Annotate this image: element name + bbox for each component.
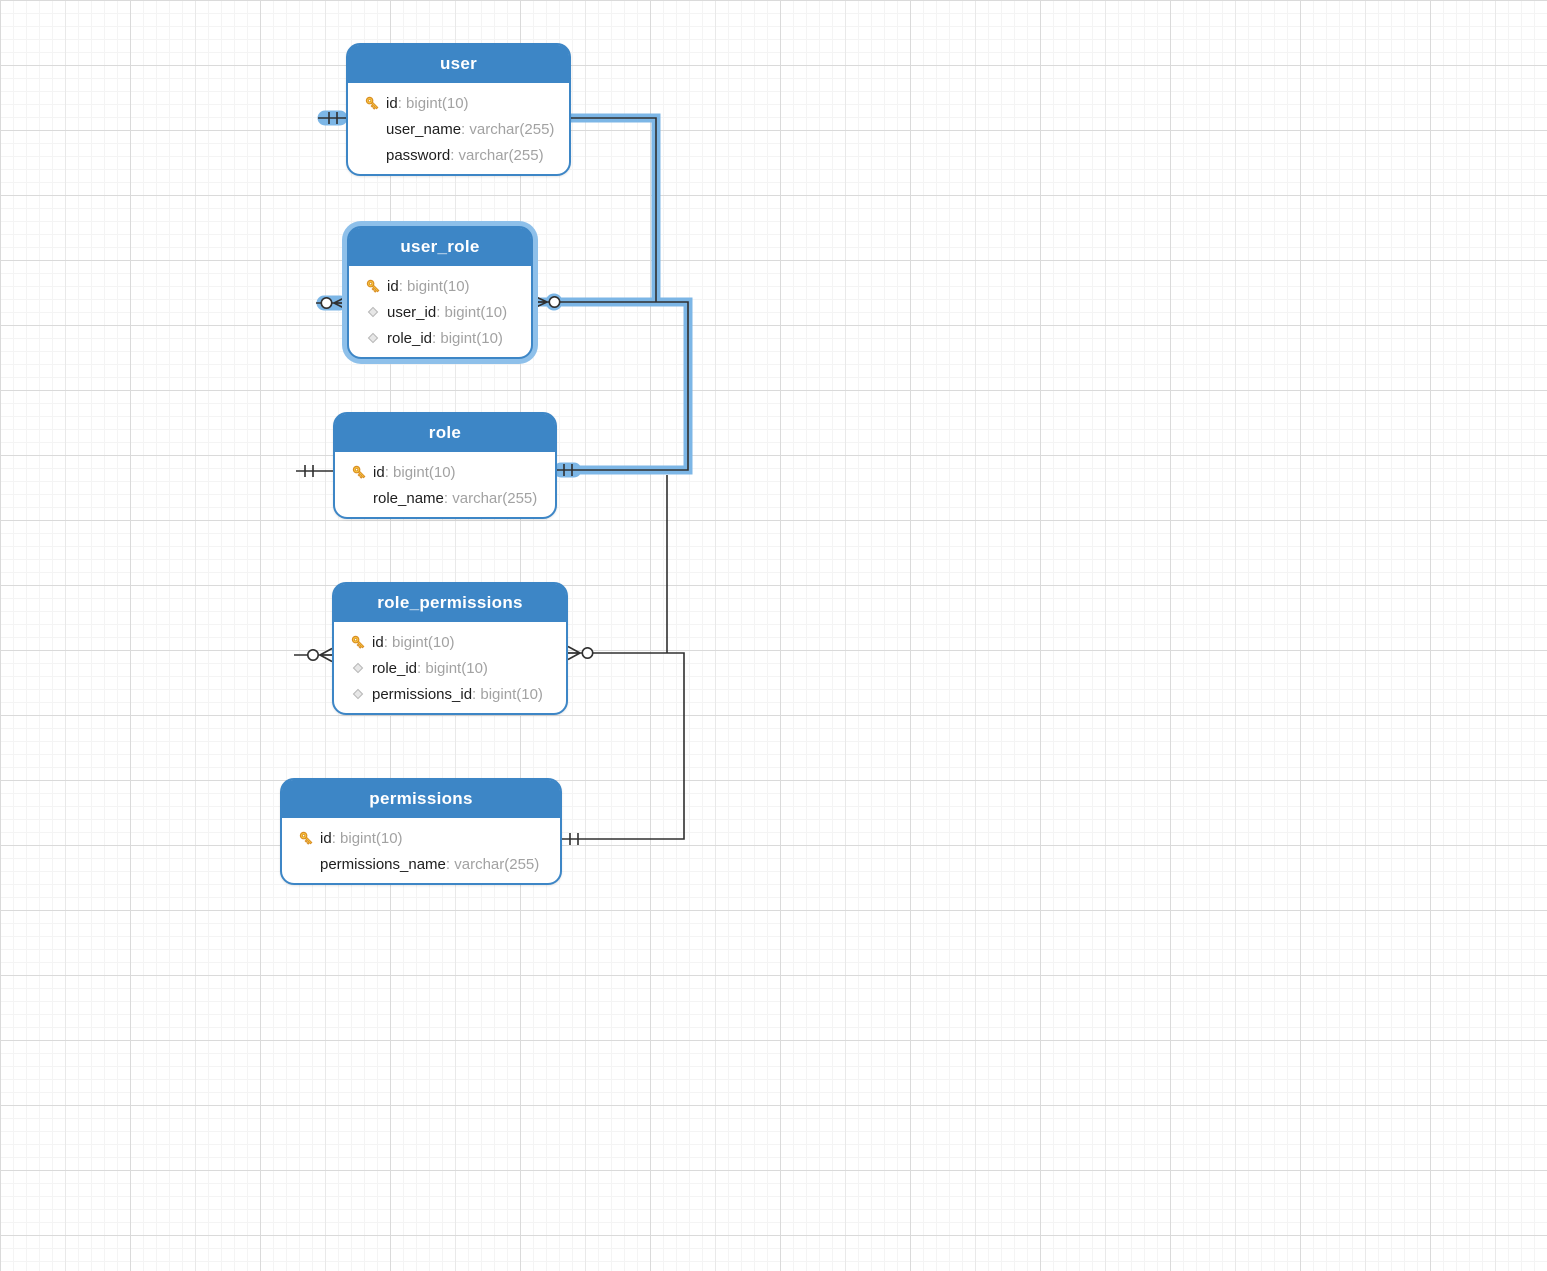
primary-key-icon [365,96,378,110]
foreign-key-icon [352,688,364,700]
table-header[interactable]: role [335,414,555,452]
column-id[interactable]: id: bigint(10) [292,825,550,851]
primary-key-icon [351,635,364,649]
primary-key-icon [299,831,312,845]
table-role_permissions[interactable]: role_permissions id: bigint(10) role_id:… [332,582,568,715]
column-password[interactable]: password: varchar(255) [386,146,544,164]
foreign-key-icon [367,306,379,318]
table-body: id: bigint(10) role_id: bigint(10) permi… [334,622,566,713]
table-body: id: bigint(10) role_name: varchar(255) [335,452,555,517]
column-permissions_id[interactable]: permissions_id: bigint(10) [344,681,556,707]
table-header[interactable]: role_permissions [334,584,566,622]
primary-key-icon [352,465,365,479]
foreign-key-icon [344,688,372,700]
column-user_name[interactable]: user_name: varchar(255) [386,120,555,138]
column-role_id[interactable]: role_id: bigint(10) [359,325,521,351]
table-title: permissions [369,789,473,808]
table-title: user_role [400,237,480,256]
table-header[interactable]: permissions [282,780,560,818]
table-body: id: bigint(10) user_id: bigint(10) role_… [349,266,531,357]
column-id[interactable]: id: bigint(10) [344,629,556,655]
foreign-key-icon [367,332,379,344]
primary-key-icon [344,634,372,651]
column-id[interactable]: id: bigint(10) [359,273,521,299]
column-id[interactable]: id: bigint(10) [358,90,559,116]
table-title: user [439,54,478,73]
primary-key-icon [345,464,373,481]
table-user_role[interactable]: user_role id: bigint(10) user_id: bigint… [347,226,533,359]
primary-key-icon [358,95,386,112]
table-title: role_permissions [377,593,523,612]
table-user[interactable]: user id: bigint(10) user_name: varchar(2… [346,43,571,176]
foreign-key-icon [359,332,387,344]
foreign-key-icon [352,662,364,674]
column-id[interactable]: id: bigint(10) [345,459,545,485]
primary-key-icon [359,278,387,295]
foreign-key-icon [359,306,387,318]
foreign-key-icon [344,662,372,674]
table-header[interactable]: user [348,45,569,83]
table-role[interactable]: role id: bigint(10) role_name: varchar(2… [333,412,557,519]
primary-key-icon [366,279,379,293]
table-header[interactable]: user_role [349,228,531,266]
column-role_name[interactable]: role_name: varchar(255) [373,489,538,507]
primary-key-icon [292,830,320,847]
column-user_id[interactable]: user_id: bigint(10) [359,299,521,325]
table-body: id: bigint(10) user_name: varchar(255) p… [348,83,569,174]
table-permissions[interactable]: permissions id: bigint(10) permissions_n… [280,778,562,885]
column-role_id[interactable]: role_id: bigint(10) [344,655,556,681]
column-permissions_name[interactable]: permissions_name: varchar(255) [320,855,540,873]
table-title: role [428,423,462,442]
table-body: id: bigint(10) permissions_name: varchar… [282,818,560,883]
